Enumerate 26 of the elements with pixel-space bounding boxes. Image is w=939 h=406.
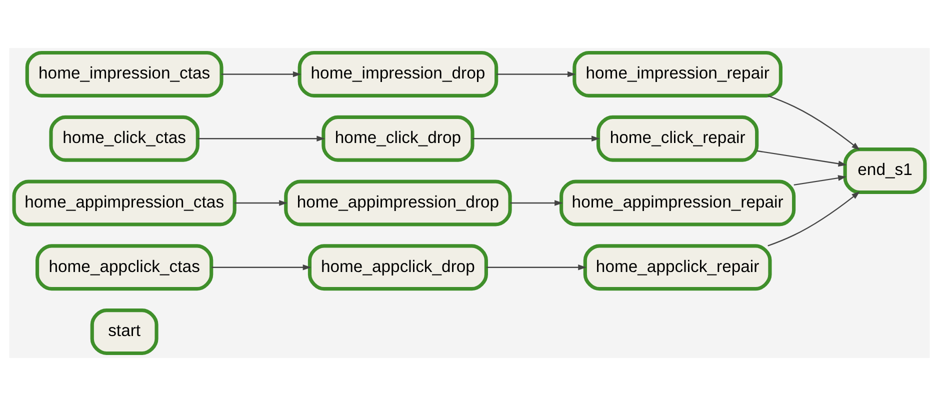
node-box: home_click_ctas	[49, 115, 200, 162]
node-box: end_s1	[843, 148, 927, 194]
arrow	[234, 200, 288, 206]
arrow	[212, 264, 312, 270]
arrow	[510, 200, 563, 206]
node-box: home_impression_drop	[298, 50, 498, 98]
node-box: home_appimpression_repair	[560, 180, 796, 226]
arrow	[222, 71, 302, 78]
node-box: home_click_drop	[322, 115, 474, 162]
arrow	[768, 95, 860, 150]
node-box: home_appclick_repair	[583, 244, 772, 291]
node-box: home_impression_ctas	[25, 50, 224, 98]
arrow	[768, 191, 860, 246]
node-box: home_appclick_ctas	[36, 244, 214, 291]
arrow	[472, 136, 600, 142]
node-box: home_appimpression_drop	[284, 180, 512, 226]
node-box: home_impression_repair	[572, 50, 782, 98]
node-box: start	[90, 308, 158, 356]
node-box: home_appimpression_ctas	[12, 180, 236, 226]
node-box: home_appclick_drop	[308, 244, 488, 291]
node-box: home_click_repair	[596, 115, 759, 162]
arrow	[486, 264, 586, 270]
arrow	[794, 175, 846, 186]
arrow	[198, 136, 326, 142]
arrow	[756, 150, 847, 167]
arrow	[496, 71, 576, 78]
